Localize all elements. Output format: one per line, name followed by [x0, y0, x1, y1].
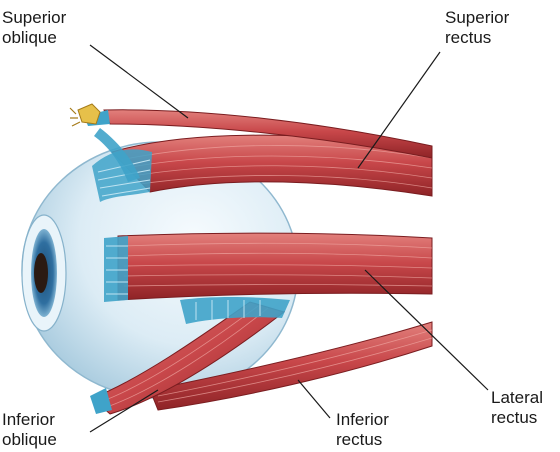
trochlea [70, 104, 100, 126]
leader-inferior-rectus [298, 380, 330, 418]
label-line: Superior [445, 8, 509, 28]
label-inferior-oblique: Inferior oblique [2, 410, 57, 450]
label-line: Lateral [491, 388, 543, 408]
label-line: rectus [491, 408, 543, 428]
label-line: rectus [445, 28, 509, 48]
lateral-rectus-muscle [104, 233, 432, 302]
leader-superior-oblique [90, 45, 188, 118]
label-line: oblique [2, 28, 66, 48]
label-superior-oblique: Superior oblique [2, 8, 66, 48]
label-line: Inferior [336, 410, 389, 430]
label-line: oblique [2, 430, 57, 450]
label-line: Superior [2, 8, 66, 28]
pupil [34, 253, 48, 293]
label-inferior-rectus: Inferior rectus [336, 410, 389, 450]
label-line: Inferior [2, 410, 57, 430]
label-superior-rectus: Superior rectus [445, 8, 509, 48]
label-lateral-rectus: Lateral rectus [491, 388, 543, 428]
label-line: rectus [336, 430, 389, 450]
